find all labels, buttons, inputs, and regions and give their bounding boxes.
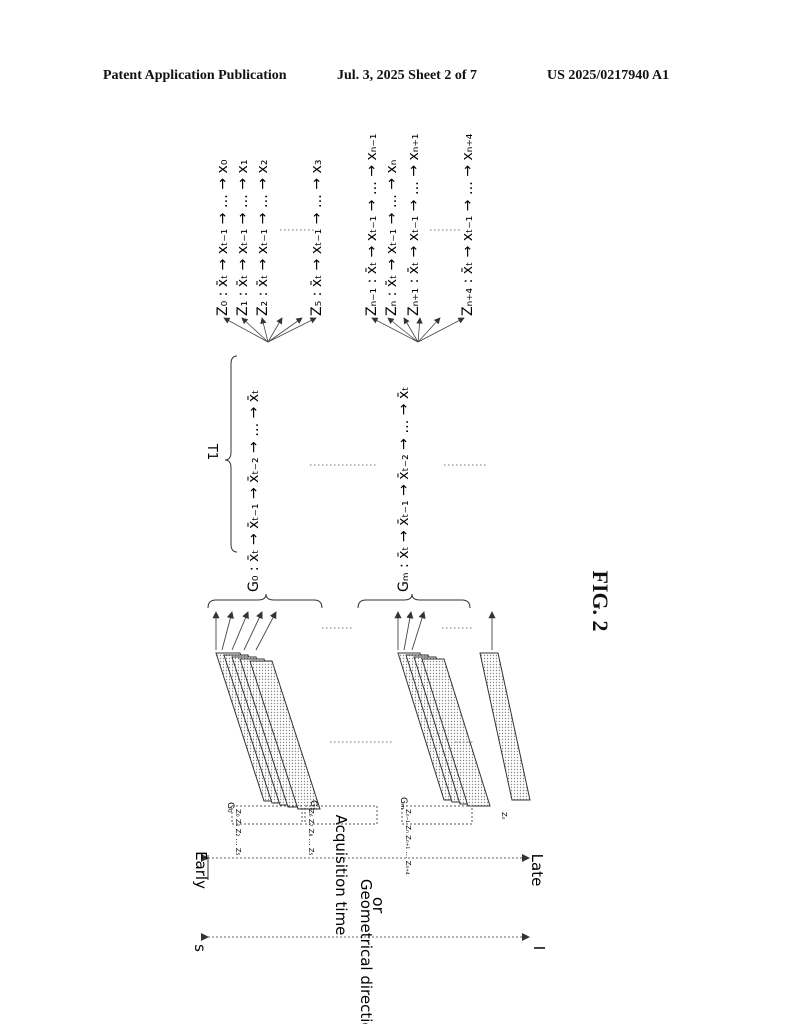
axis-late-label: Late	[528, 854, 546, 887]
slice-stack-bottom	[397, 652, 491, 807]
header-date-sheet: Jul. 3, 2025 Sheet 2 of 7	[337, 68, 477, 83]
branch-z0: Z₀ : x̄ₜ → xₜ₋₁ → … → x₀	[215, 159, 231, 316]
axis-i-label: I	[530, 946, 548, 950]
figure-caption: FIG. 2	[560, 560, 640, 640]
slice-arrows	[212, 611, 496, 651]
time-axis	[201, 854, 530, 880]
figure-caption-text: FIG. 2	[588, 570, 613, 632]
branch-zn-1: Zₙ₋₁ : x̄ₜ → xₜ₋₁ → … → xₙ₋₁	[364, 134, 380, 316]
z-group-mid-label: Z₆ Z₇ Z₈ … Z₅	[307, 809, 315, 856]
branch-z2: Z₂ : x̄ₜ → xₜ₋₁ → … → x₂	[255, 160, 271, 316]
brace-group-top	[207, 593, 323, 609]
axis-or-label: or	[369, 897, 388, 914]
group-g0-label: G₀	[225, 802, 235, 813]
z-single-label: Zₙ	[500, 812, 508, 820]
axis-acquisition-label: Acquisition time	[332, 815, 350, 936]
header-patent-number: US 2025/0217940 A1	[547, 68, 670, 83]
branch-zn: Zₙ : x̄ₜ → xₜ₋₁ → … → xₙ	[384, 160, 400, 316]
branch-zn+1: Zₙ₊₁ : x̄ₜ → xₜ₋₁ → … → xₙ₊₁	[406, 134, 422, 316]
header-publication-label: Patent Application Publication	[103, 68, 287, 83]
axis-early-label: Early	[192, 851, 210, 889]
branch-z1: Z₁ : x̄ₜ → xₜ₋₁ → … → x₁	[235, 160, 251, 316]
z-group-top-label: Z₀ Z₁ Z₂ … Z₅	[234, 809, 242, 856]
fanout-top	[223, 317, 317, 343]
branch-z5: Z₅ : x̄ₜ → xₜ₋₁ → … → x₃	[309, 160, 325, 316]
chain-bottom: Gₘ : x̄ₜ → x̄ₜ₋₁ → x̄ₜ₋₂ → … → x̄ₜ	[396, 387, 412, 592]
chain-top: G₀ : x̄ₜ → x̄ₜ₋₁ → x̄ₜ₋₂ → … → x̄ₜ	[246, 390, 262, 592]
branch-zn+4: Zₙ₊₄ : x̄ₜ → xₜ₋₁ → … → xₙ₊₄	[460, 133, 476, 316]
fanout-bottom	[371, 317, 465, 343]
slice-single	[479, 652, 531, 801]
z-group-bottom-label: Zₙ₋₁ Zₙ Zₙ₊₁ … Zₙ₊₄	[404, 809, 412, 875]
axis-geometrical-label: Geometrical direction	[357, 879, 375, 1024]
group-g1-label: G₁	[308, 800, 318, 811]
brace-t1	[224, 355, 238, 553]
group-box-g1	[304, 805, 378, 825]
t1-label: T1	[204, 443, 219, 460]
brace-group-bottom	[357, 593, 471, 609]
slice-stack-top	[215, 652, 321, 810]
group-gm-label: Gₘ	[398, 797, 408, 810]
axis-s-label: s	[191, 944, 209, 952]
